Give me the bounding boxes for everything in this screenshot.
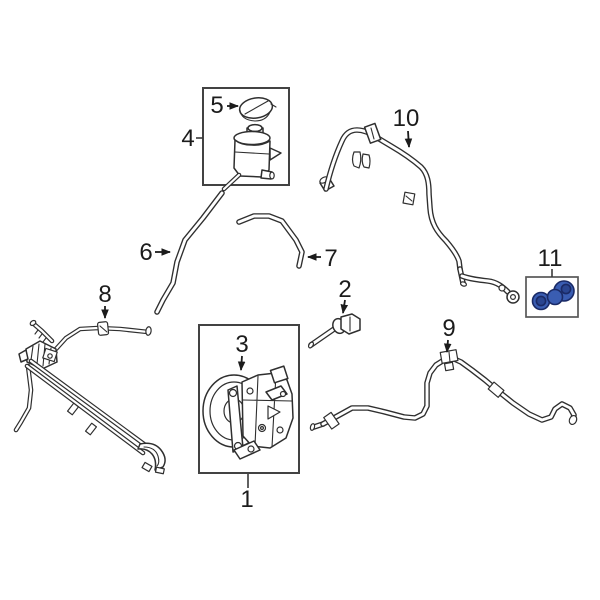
part-4-reservoir[interactable] [221,123,282,192]
part-11-seal-kit[interactable] [531,280,575,311]
callout-6: 6 [139,239,171,266]
callout-10-arrow [404,130,413,148]
part-10-bracket [351,151,371,169]
part-8-cooler-tube-assembly[interactable] [13,319,166,475]
callout-2-label[interactable]: 2 [338,276,351,303]
callout-5: 5 [210,92,239,119]
seal-small [546,288,564,306]
part-2-bolt[interactable] [307,313,361,349]
callout-10: 10 [393,105,420,148]
part-9-hose[interactable] [309,349,578,431]
callout-11: 11 [538,245,563,277]
callout-3-arrow [237,355,246,371]
callout-9: 9 [442,315,456,353]
callout-4-label[interactable]: 4 [181,125,194,152]
part-10-clip [402,191,416,206]
callout-3: 3 [235,331,249,371]
part-8-clamp [96,321,110,336]
callout-9-label[interactable]: 9 [442,315,455,342]
part-5-reservoir-cap[interactable] [238,96,277,122]
callout-4: 4 [181,125,203,152]
callout-8-label[interactable]: 8 [98,281,111,308]
callout-1: 1 [240,474,254,513]
callout-3-label[interactable]: 3 [235,331,248,358]
part-6-hose[interactable] [154,190,225,315]
part-3-power-steering-pump[interactable] [202,365,294,460]
callout-7: 7 [307,245,338,272]
callout-1-label[interactable]: 1 [240,486,253,513]
part-10-hose[interactable] [319,122,520,304]
part-8-end-flange [137,442,166,475]
seal-large-bore [560,283,572,295]
callout-5-label[interactable]: 5 [210,92,223,119]
part-7-hose[interactable] [236,213,305,269]
callout-2-arrow [340,299,349,314]
part-9-clip [439,349,459,372]
callout-6-label[interactable]: 6 [139,239,152,266]
callout-7-label[interactable]: 7 [324,245,337,272]
callout-11-label[interactable]: 11 [538,245,563,272]
callout-8: 8 [98,281,112,319]
seal-grommet-bore [535,295,547,307]
part-10-clamp [363,122,382,144]
callouts: 1 2 3 4 5 6 7 8 9 [98,92,562,513]
callout-2: 2 [338,276,352,314]
callout-9-arrow [443,339,452,353]
callout-10-label[interactable]: 10 [393,105,420,132]
